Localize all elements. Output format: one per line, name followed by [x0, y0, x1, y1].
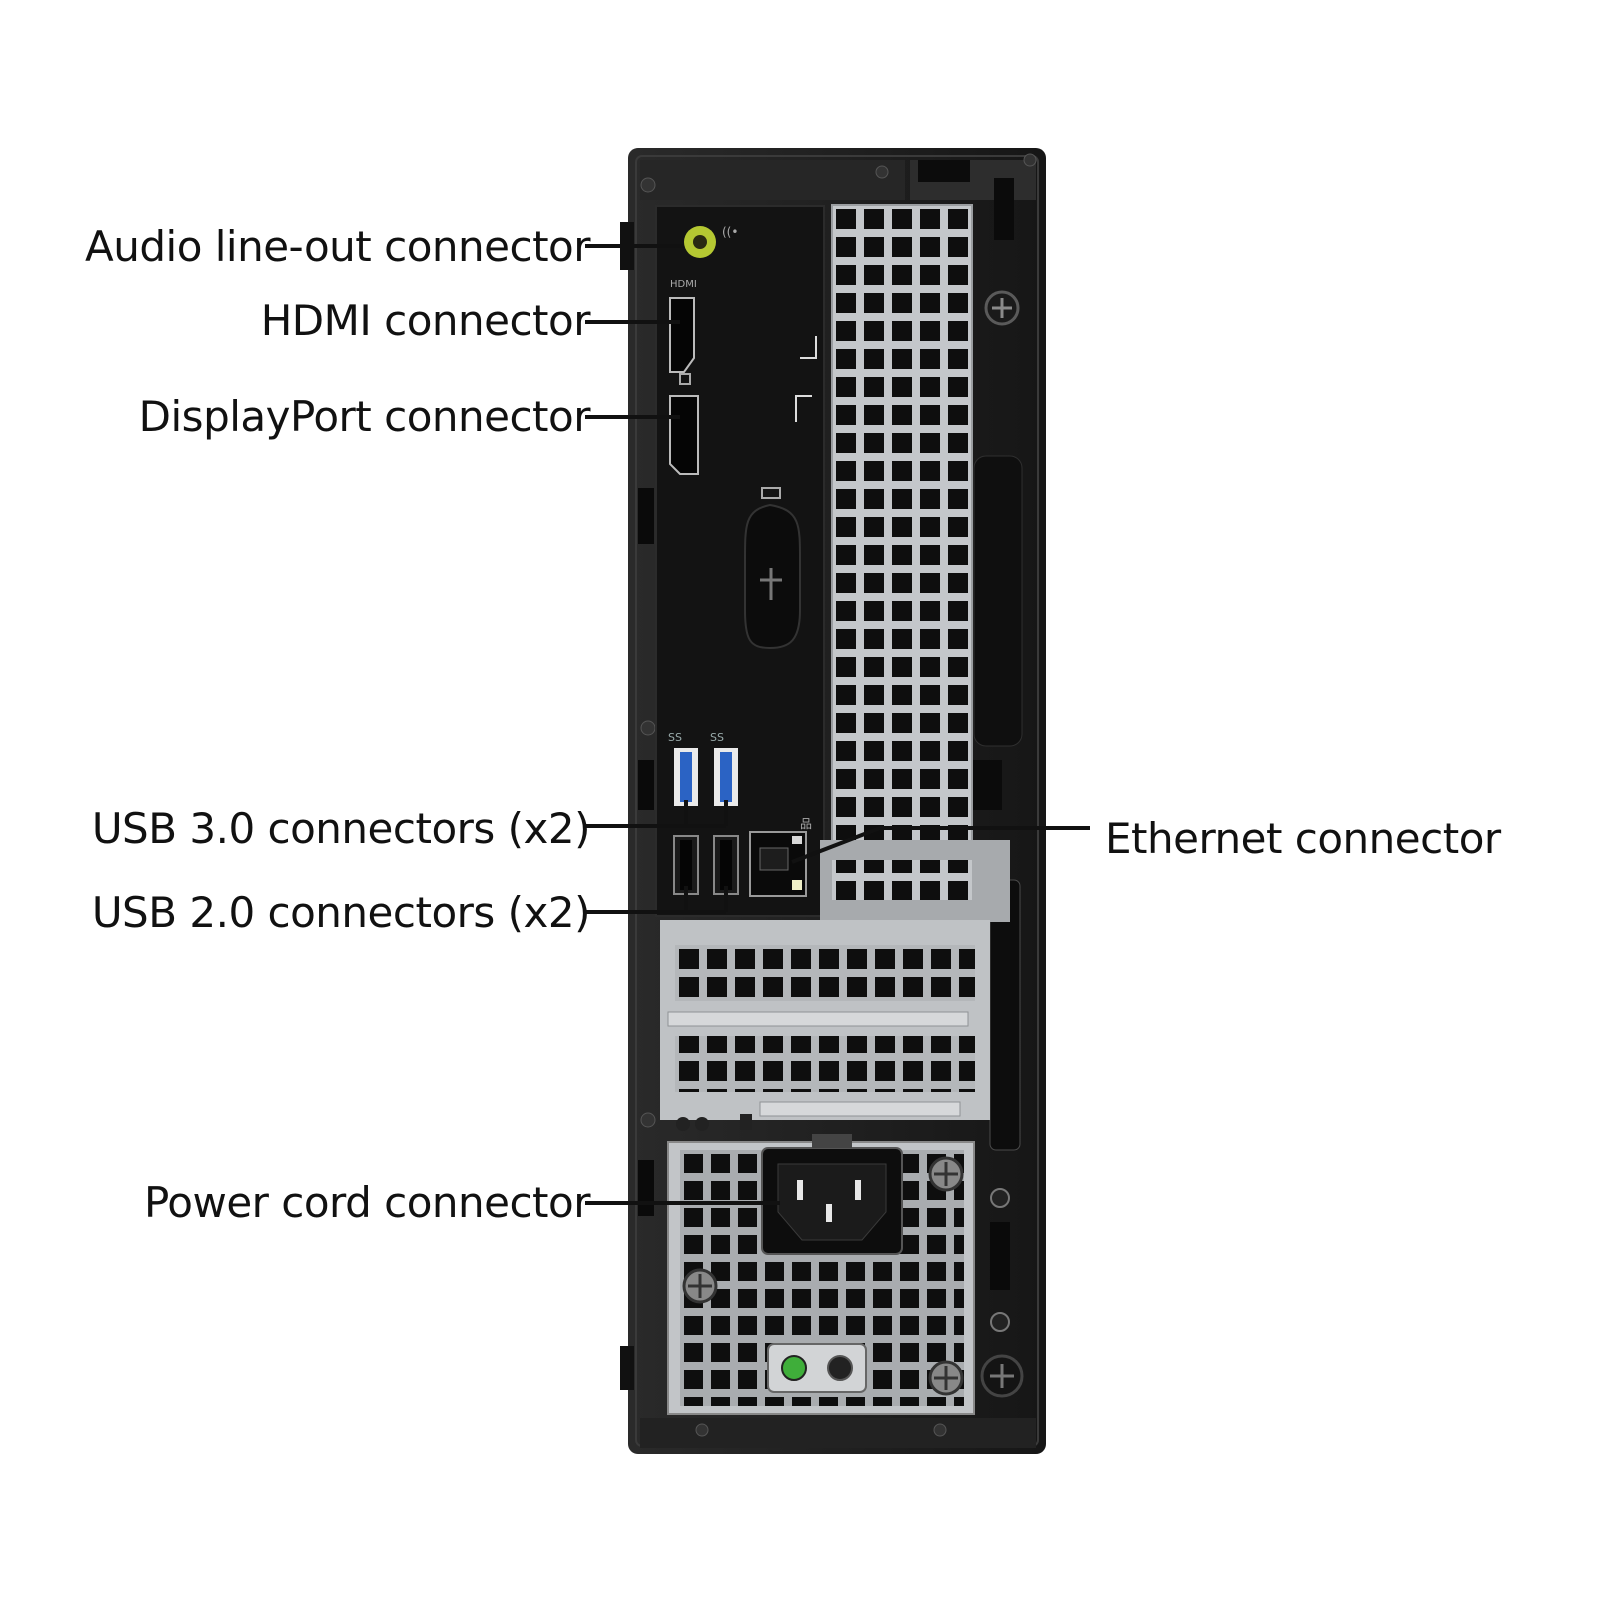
usb3-mark-1: SS	[668, 731, 682, 744]
usb2-leader-line	[585, 886, 728, 914]
leader-lines	[585, 244, 1090, 1205]
expansion-slots	[660, 920, 990, 1131]
ethernet-leader-line	[791, 826, 1090, 864]
left-edge-notches	[620, 222, 656, 1390]
side-latch-area	[972, 178, 1024, 1398]
usb3-mark-2: SS	[710, 731, 724, 744]
displayport-label: DisplayPort connector	[138, 392, 591, 441]
io-panel: ((• HDMI SS SS 品	[655, 205, 825, 917]
power-cord-label: Power cord connector	[143, 1178, 591, 1227]
usb2-label: USB 2.0 connectors (x2)	[91, 888, 591, 937]
psu-led-icon	[781, 1355, 807, 1381]
audio-line-out-label: Audio line-out connector	[85, 222, 590, 271]
svg-text:((•: ((•	[722, 225, 738, 239]
svg-text:品: 品	[800, 817, 812, 831]
psu-test-button-icon	[827, 1355, 853, 1381]
power-supply	[667, 1134, 975, 1415]
displayport-port-icon	[669, 395, 699, 475]
bottom-strip	[640, 1418, 1036, 1448]
hdmi-port-icon	[669, 297, 695, 373]
usb3-leader-line	[585, 800, 728, 828]
top-vent-grille	[831, 204, 973, 902]
hdmi-mark: HDMI	[670, 279, 697, 290]
ethernet-label: Ethernet connector	[1105, 814, 1501, 863]
hdmi-label: HDMI connector	[260, 296, 591, 345]
usb3-label: USB 3.0 connectors (x2)	[91, 804, 591, 853]
